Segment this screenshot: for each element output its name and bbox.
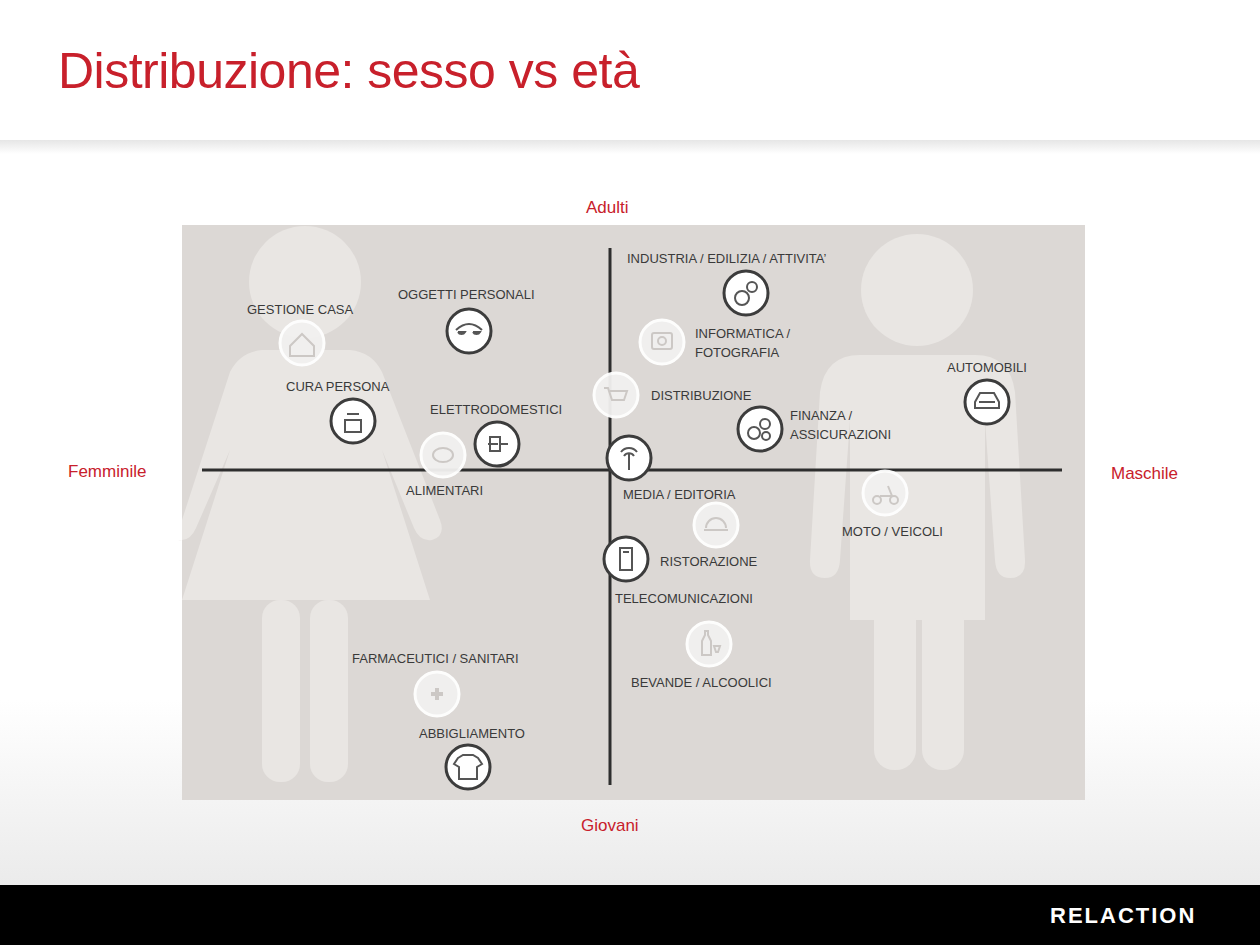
category-label: ABBIGLIAMENTO bbox=[419, 724, 525, 743]
category-label: TELECOMUNICAZIONI bbox=[615, 589, 753, 608]
category-label: DISTRIBUZIONE bbox=[651, 386, 751, 405]
category-label: OGGETTI PERSONALI bbox=[398, 285, 535, 304]
category-label: FINANZA / ASSICURAZIONI bbox=[790, 406, 922, 444]
category-label: GESTIONE CASA bbox=[247, 300, 353, 319]
category-label: CURA PERSONA bbox=[286, 377, 389, 396]
brand-logo: RELACTION bbox=[1050, 901, 1196, 930]
category-icons-faded bbox=[280, 320, 907, 716]
icon-glyphs bbox=[345, 282, 999, 779]
category-label: ELETTRODOMESTICI bbox=[430, 400, 562, 419]
category-label: INDUSTRIA / EDILIZIA / ATTIVITA’ bbox=[627, 249, 826, 268]
category-label: FARMACEUTICI / SANITARI bbox=[352, 649, 519, 668]
axis-label: Maschile bbox=[1111, 463, 1178, 485]
footer-bar bbox=[0, 885, 1260, 945]
vertical-axis bbox=[609, 248, 612, 785]
slide-title: Distribuzione: sesso vs età bbox=[58, 42, 639, 100]
category-label: MEDIA / EDITORIA bbox=[623, 485, 735, 504]
woman-silhouette bbox=[178, 226, 442, 782]
category-label: BEVANDE / ALCOOLICI bbox=[631, 673, 772, 692]
axis-label: Adulti bbox=[586, 197, 629, 219]
axis-label: Giovani bbox=[581, 815, 639, 837]
category-label: AUTOMOBILI bbox=[947, 358, 1027, 377]
category-label: MOTO / VEICOLI bbox=[842, 522, 943, 541]
category-icons bbox=[331, 271, 1009, 789]
category-label: INFORMATICA / FOTOGRAFIA bbox=[695, 324, 813, 362]
category-label: RISTORAZIONE bbox=[660, 552, 757, 571]
header-shadow bbox=[0, 140, 1260, 154]
axis-label: Femminile bbox=[68, 461, 146, 483]
category-label: ALIMENTARI bbox=[406, 481, 483, 500]
man-silhouette bbox=[810, 234, 1025, 770]
